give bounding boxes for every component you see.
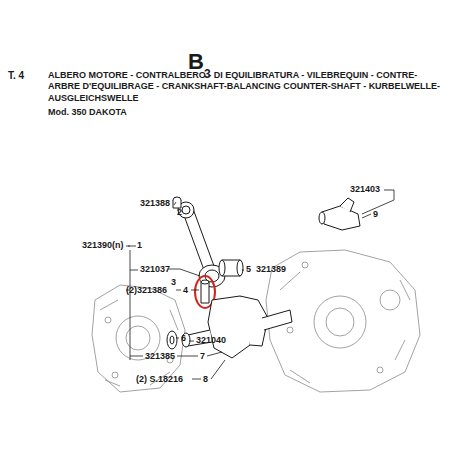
connecting-rod xyxy=(178,202,225,287)
part-number: (2) S.18216 xyxy=(136,375,183,385)
diagram-title: ALBERO MOTORE - CONTRALBERO - DI EQUILIB… xyxy=(48,70,444,104)
callout-number: 9 xyxy=(373,210,378,220)
crank-pin xyxy=(201,280,209,303)
balancing-countershaft xyxy=(319,198,360,230)
callout-number: 4 xyxy=(183,286,188,296)
bearing-cage xyxy=(219,260,243,276)
callout-number: 1 xyxy=(137,241,142,251)
callout-number: 7 xyxy=(200,352,205,362)
model-name: Mod. 350 DAKOTA xyxy=(48,108,127,118)
crankshaft xyxy=(182,296,292,358)
callout-number: 5 xyxy=(246,265,251,275)
part-number: 321037 xyxy=(140,265,170,275)
table-number: T. 4 xyxy=(8,70,24,81)
leader-lines xyxy=(126,190,394,379)
callout-number: 6 xyxy=(181,334,186,344)
part-number: 321385 xyxy=(145,352,175,362)
part-number: 321040 xyxy=(196,336,226,346)
left-crankcase xyxy=(92,285,185,392)
sheet-index: 3 xyxy=(204,68,211,81)
washer xyxy=(167,331,177,349)
part-number: 321390(n) xyxy=(82,241,124,251)
small-end-bush xyxy=(173,197,181,208)
callout-number: 3 xyxy=(171,278,176,288)
sheet-letter: B xyxy=(188,50,204,74)
callout-number: 2 xyxy=(177,208,182,218)
callout-number: 8 xyxy=(203,375,208,385)
part-number: 321403 xyxy=(350,185,380,195)
part-number: 321388 xyxy=(140,199,170,209)
part-number: 321389 xyxy=(256,265,286,275)
part-number: (2)321386 xyxy=(126,286,167,296)
